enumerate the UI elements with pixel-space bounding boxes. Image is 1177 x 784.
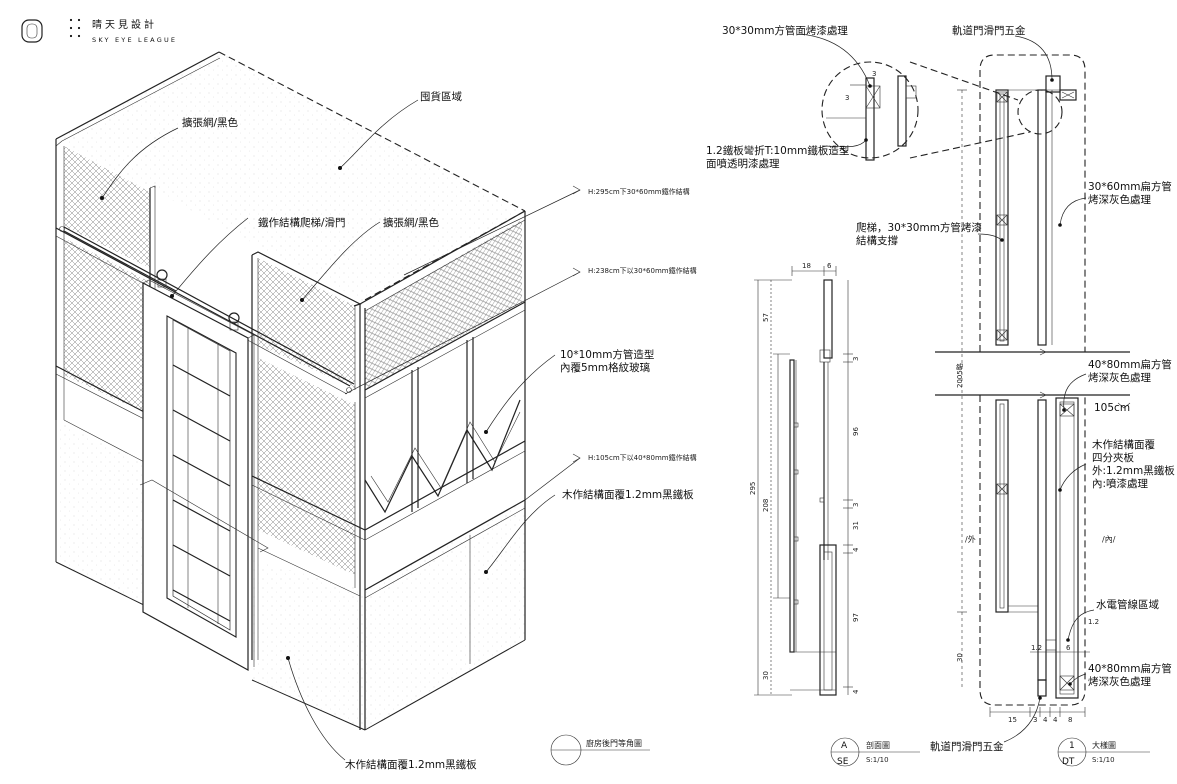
label-ladder-door: 鐵作結構爬梯/滑門 <box>258 216 346 229</box>
brand-subtitle: SKY EYE LEAGUE <box>92 36 177 44</box>
label-glass: 10*10mm方管造型內覆5mm格紋玻璃 <box>560 348 654 374</box>
detail-small-dim-2: 6 <box>1066 644 1071 652</box>
detail-label-flat-tube-top: 30*60mm扁方管烤深灰色處理 <box>1088 180 1172 206</box>
section-dim-4a: 4 <box>852 547 860 552</box>
section-dim-208: 208 <box>762 499 770 512</box>
detail-dim-30: 30 <box>956 653 964 662</box>
section-caption-sheet: SE <box>837 757 849 767</box>
detail-caption-number: 1 <box>1069 741 1075 751</box>
section-dim-31: 31 <box>852 521 860 530</box>
top-slab <box>56 52 525 301</box>
detail-label-rail-bottom: 軌道門滑門五金 <box>930 740 1004 753</box>
detail-label-flat-tube-mid: 40*80mm扁方管烤深灰色處理 <box>1088 358 1172 384</box>
detail-view: 15 3 4 4 8 1.2 6 1.2 2005略 30 3 3 <box>706 24 1175 767</box>
left-mesh-upper <box>64 146 150 268</box>
iso-caption: 廚房後門等角圖 <box>550 734 650 766</box>
ladder-door <box>63 226 355 672</box>
detail-bottom-dim-3: 3 <box>1033 716 1037 724</box>
detail-small-dim-1: 1.2 <box>1031 644 1042 652</box>
section-dim-295: 295 <box>749 482 757 495</box>
lower-right-board <box>252 560 365 730</box>
detail-caption: 1 DT 大樣圖 S:1/10 <box>1057 737 1150 767</box>
detail-label-105: 105cm <box>1094 402 1130 414</box>
label-panel-right: 木作結構面覆1.2mm黑鐵板 <box>562 488 694 501</box>
ladder-rungs <box>172 364 231 622</box>
detail-label-flat-tube-bottom: 40*80mm扁方管烤深灰色處理 <box>1088 662 1172 688</box>
label-panel-bottom: 木作結構面覆1.2mm黑鐵板 <box>345 758 477 771</box>
section-caption: A SE 剖面圖 S:1/10 <box>830 737 920 767</box>
lower-left-board <box>56 420 150 608</box>
section-dim-30: 30 <box>762 671 770 680</box>
section-caption-title: 剖面圖 <box>866 740 890 750</box>
zoom-bubble: 3 3 <box>821 61 1063 161</box>
rounded-square-o-logo-icon <box>21 19 43 43</box>
section-top-dim-6: 6 <box>827 262 832 270</box>
section-caption-scale: S:1/10 <box>866 756 889 764</box>
detail-label-ladder: 爬梯，30*30mm方管烤漆結構支撐 <box>856 221 982 247</box>
detail-label-inside: /內/ <box>1102 535 1116 544</box>
detail-caption-title: 大樣圖 <box>1092 740 1116 750</box>
detail-caption-sheet: DT <box>1062 757 1075 767</box>
detail-caption-scale: S:1/10 <box>1092 756 1115 764</box>
brand-name: 晴天見設計 <box>92 18 157 31</box>
left-mesh-lower <box>64 238 150 415</box>
section-top-dim-18: 18 <box>802 262 811 270</box>
zoom-dim-3a: 3 <box>872 70 876 78</box>
section-dim-3b: 3 <box>852 503 860 507</box>
detail-bottom-dim-4a: 4 <box>1043 716 1048 724</box>
front-mesh-upper <box>365 220 522 390</box>
zoom-dim-3b: 3 <box>845 94 849 102</box>
isometric-view: 囤貨區域 擴張網/黑色 鐵作結構爬梯/滑門 擴張網/黑色 10*10mm方管造型… <box>55 51 697 771</box>
label-mesh-right: 擴張網/黑色 <box>383 216 440 229</box>
right-mesh-lower <box>258 358 355 575</box>
section-view: 18 6 57 3 96 3 31 4 97 4 30 295 208 A SE… <box>749 262 920 767</box>
detail-label-rail-top: 軌道門滑門五金 <box>952 24 1026 37</box>
label-storage-area: 囤貨區域 <box>420 90 462 103</box>
roller-left-icon <box>156 269 168 281</box>
roller-right-icon <box>228 312 240 324</box>
height-mark-105: H:105cm下以40*80mm鐵作結構 <box>588 453 697 462</box>
section-dim-96: 96 <box>852 427 860 436</box>
detail-bottom-dim-15: 15 <box>1008 716 1017 724</box>
lower-front-board <box>365 500 525 730</box>
dot-grid-icon <box>69 18 81 38</box>
section-dim-4b: 4 <box>852 689 860 694</box>
height-mark-295: H:295cm下30*60mm鐵作結構 <box>588 187 690 196</box>
brand-logo: 晴天見設計 SKY EYE LEAGUE <box>21 18 177 44</box>
section-caption-letter: A <box>841 741 848 751</box>
detail-label-panel: 木作結構面覆四分夾板外:1.2mm黑鐵板內:噴漆處理 <box>1092 438 1175 490</box>
detail-bottom-dim-4b: 4 <box>1053 716 1058 724</box>
detail-label-utility: 水電管線區域 <box>1096 598 1159 611</box>
glass-zigzag <box>364 399 521 514</box>
iso-caption-title: 廚房後門等角圖 <box>586 738 642 748</box>
detail-dim-2005: 2005略 <box>955 363 964 388</box>
detail-small-dim-3: 1.2 <box>1088 618 1099 626</box>
height-marks <box>344 185 581 501</box>
section-dim-97: 97 <box>852 613 860 622</box>
detail-label-square-tube: 30*30mm方管面烤漆處理 <box>722 24 848 37</box>
section-dim-57: 57 <box>762 313 770 322</box>
label-mesh-left: 擴張網/黑色 <box>182 116 239 129</box>
detail-label-bent-plate: 1.2鐵板彎折T:10mm鐵板造型面噴透明漆處理 <box>706 144 849 170</box>
height-mark-238: H:238cm下以30*60mm鐵作結構 <box>588 266 697 275</box>
right-mesh-upper <box>258 258 355 388</box>
detail-label-outside: /外 <box>965 534 976 544</box>
section-dim-3a: 3 <box>852 357 860 361</box>
detail-bottom-dim-8: 8 <box>1068 716 1072 724</box>
detail-leaders <box>799 33 1095 743</box>
iso-leaders <box>100 99 556 761</box>
